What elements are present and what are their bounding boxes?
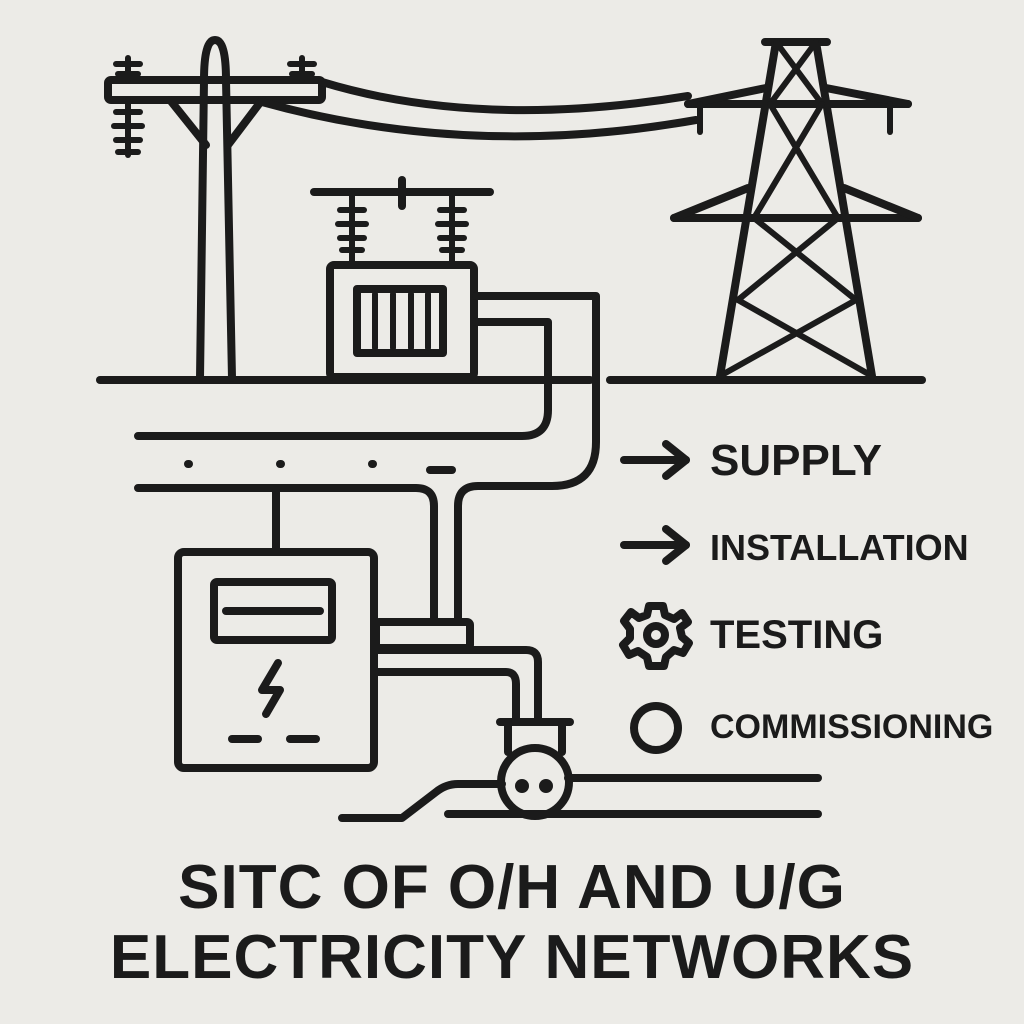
page-title-line2: ELECTRICITY NETWORKS <box>109 923 915 992</box>
arrow-right-icon <box>620 525 690 565</box>
utility-pole <box>104 36 326 382</box>
legend-label-installation: INSTALLATION <box>710 527 969 568</box>
page-title-line1: SITC OF O/H AND U/G <box>178 853 846 922</box>
lightning-bolt-icon <box>258 659 284 718</box>
legend-icons <box>619 440 693 754</box>
legend-label-commissioning: COMMISSIONING <box>710 708 994 746</box>
legend-label-testing: TESTING <box>710 613 884 657</box>
meter-cabinet <box>174 548 378 772</box>
underground-cables <box>134 292 600 756</box>
arrow-right-icon <box>620 440 690 480</box>
legend-label-supply: SUPPLY <box>710 436 883 485</box>
gear-icon <box>619 602 693 670</box>
transmission-tower <box>670 38 922 380</box>
transformer <box>310 176 494 381</box>
flow-meter <box>338 744 822 822</box>
circle-icon <box>630 702 682 754</box>
overhead-wires <box>258 78 700 141</box>
